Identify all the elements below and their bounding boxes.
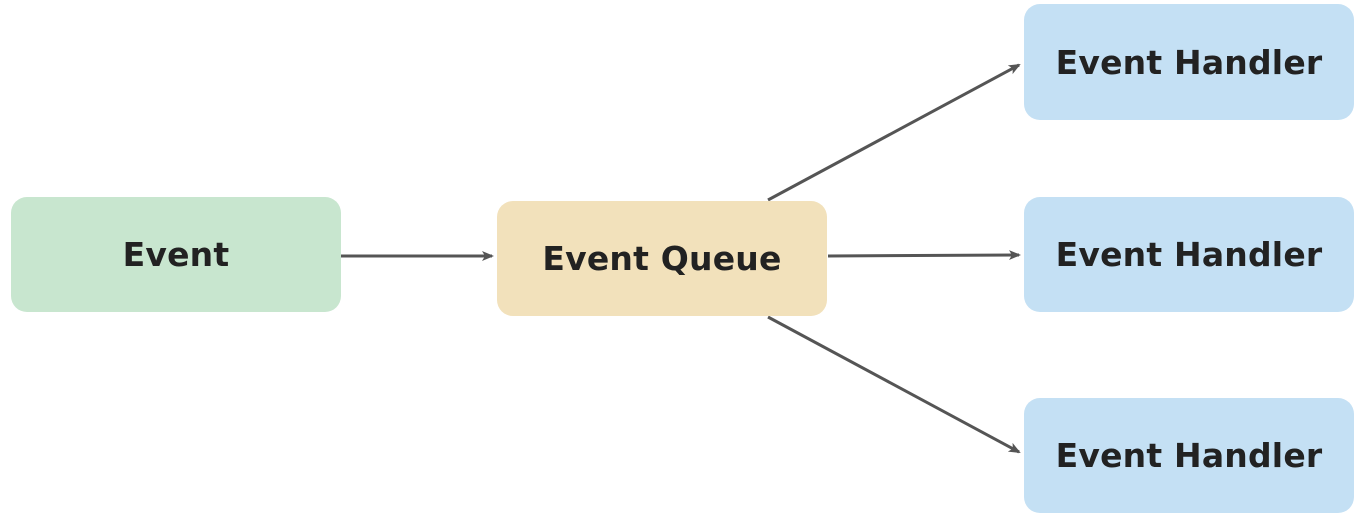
event-handler-node-3: Event Handler [1024, 398, 1354, 513]
event-handler-label-2: Event Handler [1055, 235, 1323, 274]
event-handler-label-3: Event Handler [1055, 436, 1323, 475]
event-queue-node: Event Queue [497, 201, 827, 316]
arrow-queue-to-handler-3 [767, 315, 1021, 454]
event-handler-label-1: Event Handler [1055, 42, 1323, 82]
event-node-label: Event [122, 235, 230, 274]
arrow-queue-to-handler-1 [767, 63, 1021, 202]
event-handler-node-1: Event Handler [1024, 4, 1354, 120]
arrow-queue-to-handler-2 [827, 250, 1021, 261]
event-queue-node-label: Event Queue [542, 239, 782, 278]
event-handler-node-2: Event Handler [1024, 197, 1354, 312]
event-node: Event [11, 197, 341, 312]
